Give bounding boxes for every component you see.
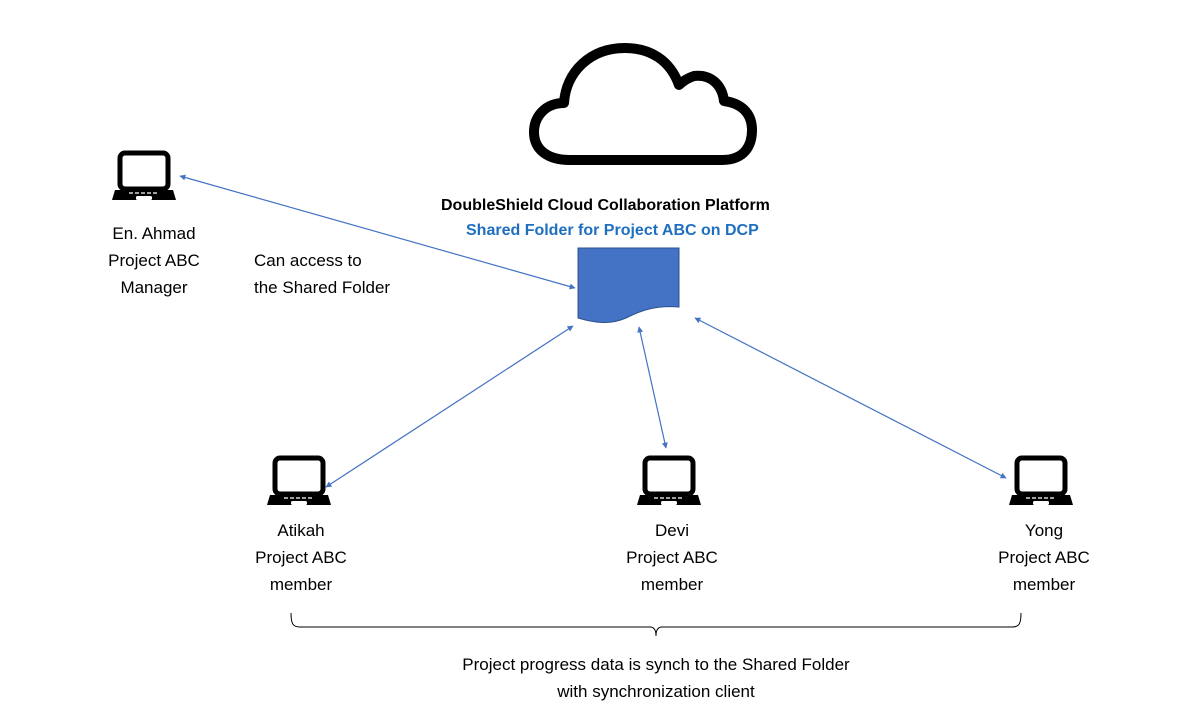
laptop-icon bbox=[1009, 455, 1073, 505]
member-name: Yong bbox=[1024, 521, 1064, 540]
member-role: member bbox=[269, 575, 333, 594]
members-brace bbox=[290, 612, 1022, 637]
member-role: member bbox=[1012, 575, 1076, 594]
footnote-line-2: with synchronization client bbox=[557, 682, 755, 701]
arrow-devi-folder bbox=[637, 326, 668, 449]
laptop-icon bbox=[112, 150, 176, 200]
member-role: member bbox=[640, 575, 704, 594]
laptop-icon bbox=[267, 455, 331, 505]
member-name: Atikah bbox=[277, 521, 325, 540]
member-project: Project ABC bbox=[998, 548, 1090, 567]
arrow-yong-folder bbox=[694, 317, 1007, 479]
manager-name: En. Ahmad bbox=[112, 224, 196, 243]
access-note-line-1: Can access to bbox=[254, 251, 362, 270]
platform-title: DoubleShield Cloud Collaboration Platfor… bbox=[441, 197, 770, 214]
member-label-atikah: Atikah Project ABC member bbox=[236, 517, 366, 598]
arrow-atikah-folder bbox=[325, 325, 574, 488]
member-label-devi: Devi Project ABC member bbox=[607, 517, 737, 598]
manager-label: En. Ahmad Project ABC Manager bbox=[84, 220, 224, 301]
sync-footnote: Project progress data is synch to the Sh… bbox=[400, 651, 912, 705]
manager-project: Project ABC bbox=[108, 251, 200, 270]
cloud-icon bbox=[529, 43, 757, 165]
member-project: Project ABC bbox=[626, 548, 718, 567]
shared-folder-title: Shared Folder for Project ABC on DCP bbox=[466, 222, 759, 239]
member-name: Devi bbox=[654, 521, 689, 540]
laptop-icon bbox=[637, 455, 701, 505]
member-project: Project ABC bbox=[255, 548, 347, 567]
footnote-line-1: Project progress data is synch to the Sh… bbox=[462, 655, 850, 674]
access-note-line-2: the Shared Folder bbox=[254, 278, 391, 297]
shared-folder-document-icon bbox=[577, 247, 680, 323]
access-note: Can access to the Shared Folder bbox=[254, 247, 390, 301]
arrow-manager-folder bbox=[179, 174, 576, 290]
manager-role: Manager bbox=[120, 278, 188, 297]
member-label-yong: Yong Project ABC member bbox=[979, 517, 1109, 598]
